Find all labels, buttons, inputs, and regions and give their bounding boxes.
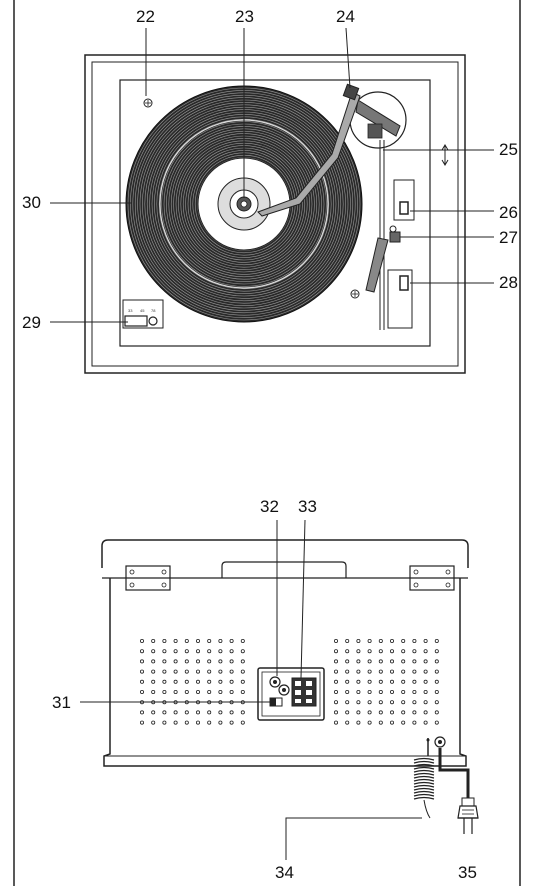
callout-30: 30 [22,193,41,212]
rca-output-jacks [269,676,290,696]
hinge-icon [125,565,171,591]
spring-cord-icon [413,757,435,800]
top-view-callouts: 22 23 24 25 26 27 28 30 29 [22,7,518,332]
callout-32: 32 [260,497,279,516]
callout-22: 22 [136,7,155,26]
turntable-top-view: 33 45 78 [84,54,466,374]
cueing-lever [399,201,409,215]
rear-view-callouts: 32 33 31 34 35 [52,497,477,882]
tonearm [257,83,361,217]
hinge-icon [409,565,455,591]
arm-lock [389,231,401,243]
callout-26: 26 [499,203,518,222]
screw-icon [143,98,153,108]
plug-icon [457,797,479,834]
callout-29: 29 [22,313,41,332]
turntable-rear-view [101,539,479,834]
callout-25: 25 [499,140,518,159]
speed-label-78: 78 [151,308,156,313]
callout-28: 28 [499,273,518,292]
callout-35: 35 [458,863,477,882]
cabinet-body [103,578,467,767]
rear-connection-panel [257,667,325,721]
screw-icon [350,289,360,299]
speaker-terminals [291,677,317,707]
speaker-grille-left [139,639,245,725]
speed-selector-knob [148,316,158,326]
callout-27: 27 [499,228,518,247]
power-jack [434,736,446,748]
callout-33: 33 [298,497,317,516]
callout-31: 31 [52,693,71,712]
deck-plate [119,79,431,347]
auto-stop-switch [399,275,409,291]
speed-label-45: 45 [140,308,145,313]
cueing-lever-slot [393,179,415,221]
power-cord [438,748,470,798]
double-arrow-icon [441,144,449,166]
cabinet-outer-frame [84,54,466,374]
auto-stop-switch-slot [387,269,413,329]
callout-23: 23 [235,7,254,26]
callout-24: 24 [336,7,355,26]
tonearm-base [349,91,407,149]
callout-34: 34 [275,863,294,882]
tonearm-lift [365,237,389,293]
lid [101,539,469,568]
cabinet-inner-frame [91,61,459,367]
lid-handle [221,561,347,578]
speed-selector: 33 45 78 [122,299,164,329]
tonearm-headshell [342,83,360,101]
speed-label-33: 33 [128,308,133,313]
speaker-grille-right [333,639,439,725]
